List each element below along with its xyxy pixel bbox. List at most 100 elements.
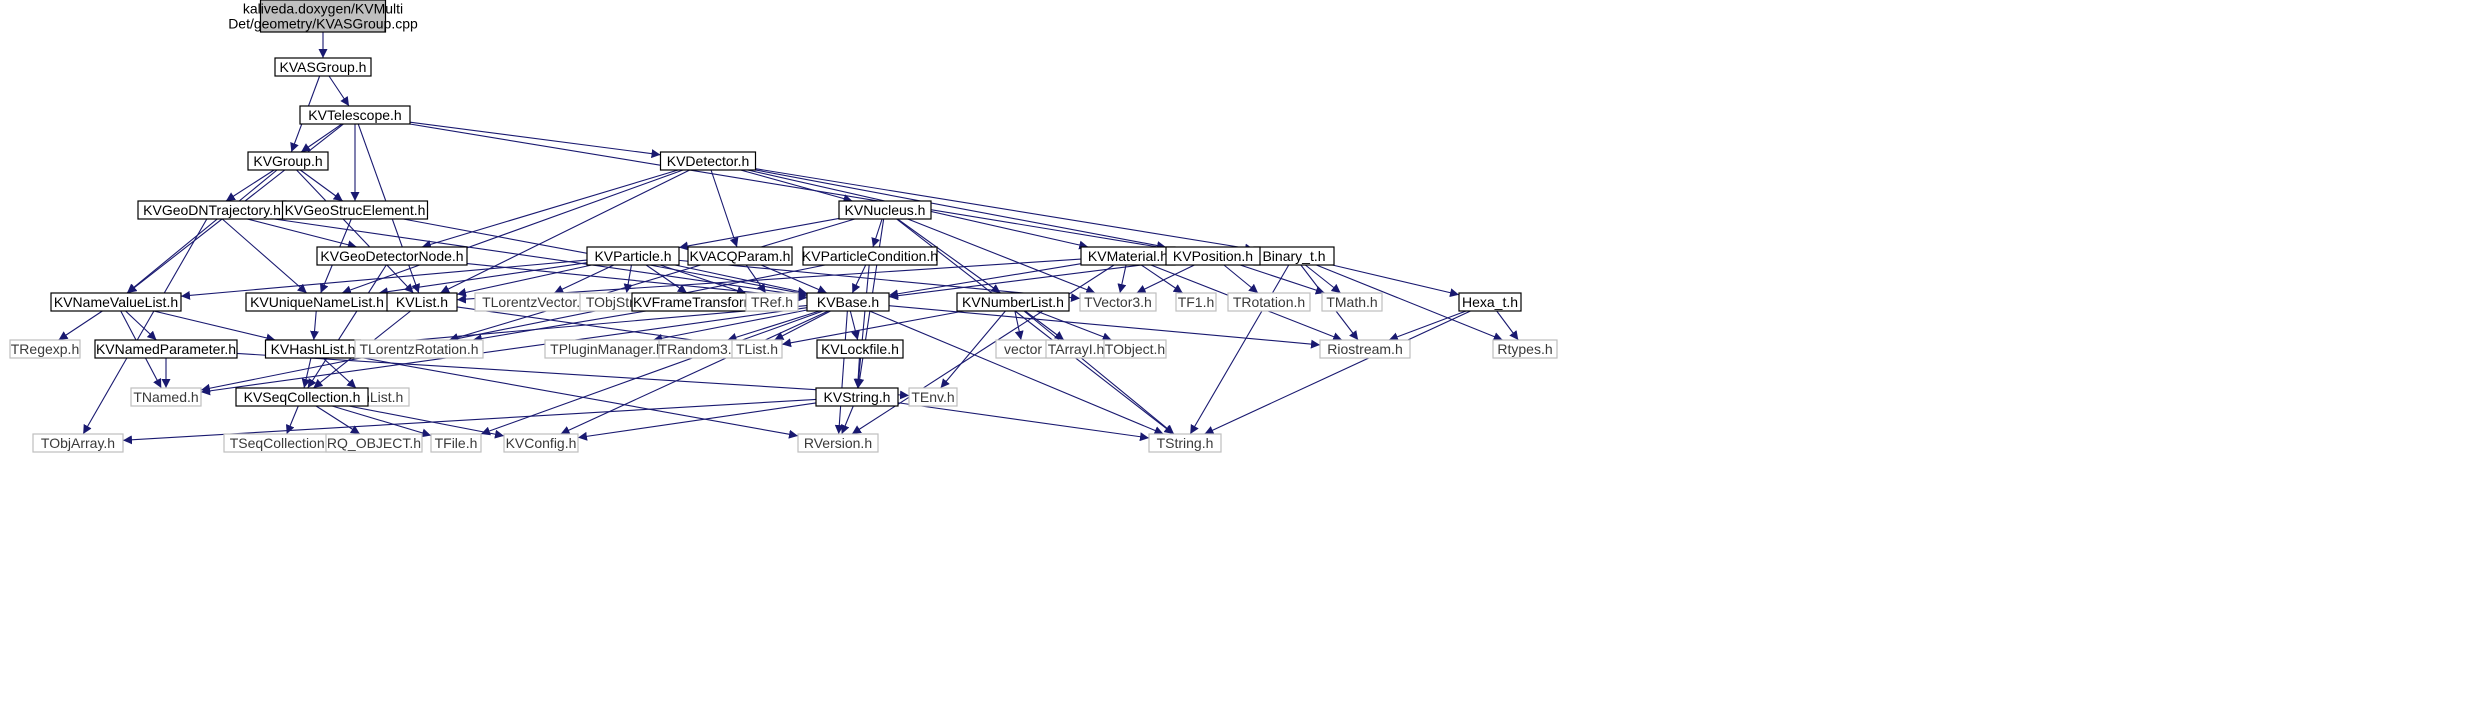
- node-KVMaterial[interactable]: KVMaterial.h: [1080, 246, 1176, 266]
- edge-KVBase-to-TNamed: [200, 307, 808, 396]
- node-TEnv: TEnv.h: [908, 387, 958, 407]
- node-label: KVFrameTransform.h: [633, 294, 767, 310]
- node-KVParticleCondition[interactable]: KVParticleCondition.h: [802, 246, 938, 266]
- node-KVSeqCollection[interactable]: KVSeqCollection.h: [235, 387, 369, 407]
- edge-KVASGroup-to-KVTelescope: [328, 75, 350, 107]
- node-label: TVector3.h: [1084, 294, 1152, 310]
- node-box: [247, 151, 329, 171]
- node-KVTelescope[interactable]: KVTelescope.h: [299, 105, 411, 125]
- node-box: [32, 433, 124, 453]
- node-box: [259, 0, 387, 33]
- node-box: [956, 292, 1070, 312]
- node-box: [1458, 292, 1522, 312]
- edge-KVParticle-to-TRef: [660, 264, 747, 295]
- node-box: [687, 246, 793, 266]
- node-box: [731, 339, 783, 359]
- node-KVFrameTransform[interactable]: KVFrameTransform.h: [631, 292, 769, 312]
- node-KVASGroup[interactable]: KVASGroup.h: [274, 57, 372, 77]
- dependency-edges: [58, 32, 1519, 445]
- node-box: [503, 433, 579, 453]
- edge-KVNamedParameter-to-TEnv: [236, 352, 910, 400]
- node-label: KVMaterial.h: [1088, 248, 1168, 264]
- node-KVUniqueNameList[interactable]: KVUniqueNameList.h: [245, 292, 389, 312]
- node-KVACQParam[interactable]: KVACQParam.h: [687, 246, 793, 266]
- node-label: KVNamedParameter.h: [96, 341, 236, 357]
- node-KVGeoDetectorNode[interactable]: KVGeoDetectorNode.h: [316, 246, 468, 266]
- node-KVNamedParameter[interactable]: KVNamedParameter.h: [94, 339, 238, 359]
- node-KVLockfile[interactable]: KVLockfile.h: [816, 339, 904, 359]
- edge-Binary_t-to-TString: [1189, 264, 1290, 435]
- node-KVGeoStrucElement[interactable]: KVGeoStrucElement.h: [281, 200, 429, 220]
- node-label: TArrayI.h: [1048, 341, 1105, 357]
- node-box: [745, 292, 799, 312]
- node-label: TPluginManager.h: [550, 341, 664, 357]
- node-TRegexp: TRegexp.h: [9, 339, 81, 359]
- node-label: TLorentzVector.h: [482, 294, 588, 310]
- node-KVDetector[interactable]: KVDetector.h: [659, 151, 757, 171]
- node-label: KVGroup.h: [253, 153, 322, 169]
- node-box: [316, 246, 468, 266]
- node-root[interactable]: kaliveda.doxygen/KVMultiDet/geometry/KVA…: [228, 0, 418, 33]
- edge-KVString-to-RVersion: [840, 405, 854, 435]
- node-Binary_t[interactable]: Binary_t.h: [1253, 246, 1335, 266]
- node-KVPosition[interactable]: KVPosition.h: [1165, 246, 1261, 266]
- node-box: [806, 292, 890, 312]
- node-label: TRef.h: [751, 294, 793, 310]
- node-KVNameValueList[interactable]: KVNameValueList.h: [50, 292, 182, 312]
- edge-KVParticle-to-KVNameValueList: [180, 259, 588, 300]
- edge-KVParticle-to-KVUniqueNameList: [378, 262, 588, 297]
- edge-KVDetector-to-KVNucleus: [740, 169, 853, 203]
- node-label: KVParticle.h: [594, 248, 671, 264]
- node-box: [908, 387, 958, 407]
- node-KVString[interactable]: KVString.h: [815, 387, 899, 407]
- node-KVList[interactable]: KVList.h: [386, 292, 458, 312]
- node-TFile: TFile.h: [430, 433, 482, 453]
- node-Riostream: Riostream.h: [1319, 339, 1411, 359]
- node-box: [1148, 433, 1222, 453]
- node-box: [94, 339, 238, 359]
- node-label: RQ_OBJECT.h: [327, 435, 421, 451]
- edge-KVPosition-to-TMath: [1240, 264, 1325, 295]
- node-KVNumberList[interactable]: KVNumberList.h: [956, 292, 1070, 312]
- node-box: [281, 200, 429, 220]
- edge-KVHashList-to-THashList: [322, 357, 357, 389]
- edge-KVGeoDetectorNode-to-KVBase: [466, 263, 808, 302]
- node-TList: TList.h: [731, 339, 783, 359]
- edge-KVFrameTransform-to-TLorentzRotation: [472, 310, 647, 343]
- edge-KVMaterial-to-TF1: [1140, 264, 1184, 294]
- node-KVParticle[interactable]: KVParticle.h: [586, 246, 680, 266]
- node-label: TRandom3.h: [659, 341, 740, 357]
- node-box: [1227, 292, 1311, 312]
- edge-Binary_t-to-TMath: [1305, 264, 1341, 294]
- edge-KVNumberList-to-TString: [1023, 310, 1175, 435]
- node-label: Riostream.h: [1327, 341, 1402, 357]
- edge-KVGroup-to-KVNameValueList: [126, 169, 278, 294]
- node-KVNucleus[interactable]: KVNucleus.h: [838, 200, 932, 220]
- edge-KVTelescope-to-KVPosition: [409, 123, 1167, 252]
- node-box: [1079, 292, 1157, 312]
- node-label: KVUniqueNameList.h: [250, 294, 384, 310]
- edge-KVBase-to-TRandom3: [727, 310, 820, 342]
- edge-KVNumberList-to-TEnv: [940, 310, 1006, 389]
- node-Hexa_t[interactable]: Hexa_t.h: [1458, 292, 1522, 312]
- edge-KVNameValueList-to-KVHashList: [153, 310, 276, 343]
- edge-KVSeqCollection-to-TSeqCollection: [285, 405, 299, 435]
- node-KVGeoDNTrajectory[interactable]: KVGeoDNTrajectory.h: [137, 200, 287, 220]
- node-label: KVNumberList.h: [962, 294, 1064, 310]
- edge-KVParticle-to-KVBase: [674, 264, 808, 296]
- edge-KVNameValueList-to-TRegexp: [58, 310, 103, 341]
- node-label: TF1.h: [1178, 294, 1215, 310]
- edge-KVString-to-KVConfig: [577, 402, 817, 441]
- node-label: TNamed.h: [133, 389, 198, 405]
- edge-KVMaterial-to-TVector3: [1117, 264, 1127, 294]
- edge-KVBase-to-TString: [869, 310, 1164, 435]
- edge-KVSeqCollection-to-RQ_OBJECT: [315, 405, 361, 435]
- node-KVGroup[interactable]: KVGroup.h: [247, 151, 329, 171]
- node-box: [586, 246, 680, 266]
- node-label: vector: [1004, 341, 1042, 357]
- node-label: KVPosition.h: [1173, 248, 1253, 264]
- node-label: KVNameValueList.h: [54, 294, 178, 310]
- node-KVHashList[interactable]: KVHashList.h: [264, 339, 362, 359]
- node-KVBase[interactable]: KVBase.h: [806, 292, 890, 312]
